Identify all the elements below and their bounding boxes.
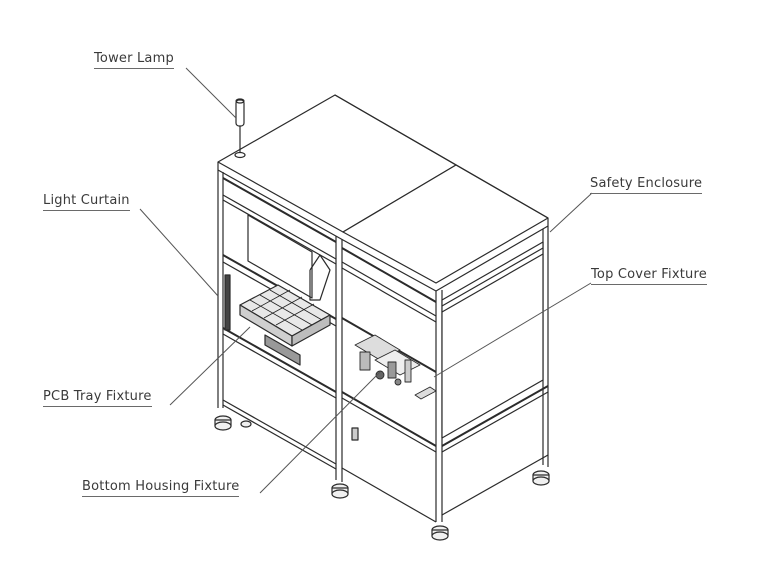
callout-pcb-tray-fixture: PCB Tray Fixture [43,389,152,407]
callout-bottom-housing-fixture: Bottom Housing Fixture [82,479,240,497]
callout-top-cover-fixture: Top Cover Fixture [591,267,707,285]
roof-panels [217,94,549,292]
left-unit-frame [217,170,343,482]
right-unit-frame [341,226,549,523]
tower-lamp-icon [234,98,246,159]
callout-light-curtain: Light Curtain [43,193,130,211]
callout-safety-enclosure: Safety Enclosure [590,176,703,194]
assembly-fixtures-icon [354,334,437,400]
callout-tower-lamp: Tower Lamp [94,51,174,69]
leader-lines [139,67,593,494]
leveling-feet [214,415,550,541]
pcb-tray-fixture-icon [239,284,331,366]
